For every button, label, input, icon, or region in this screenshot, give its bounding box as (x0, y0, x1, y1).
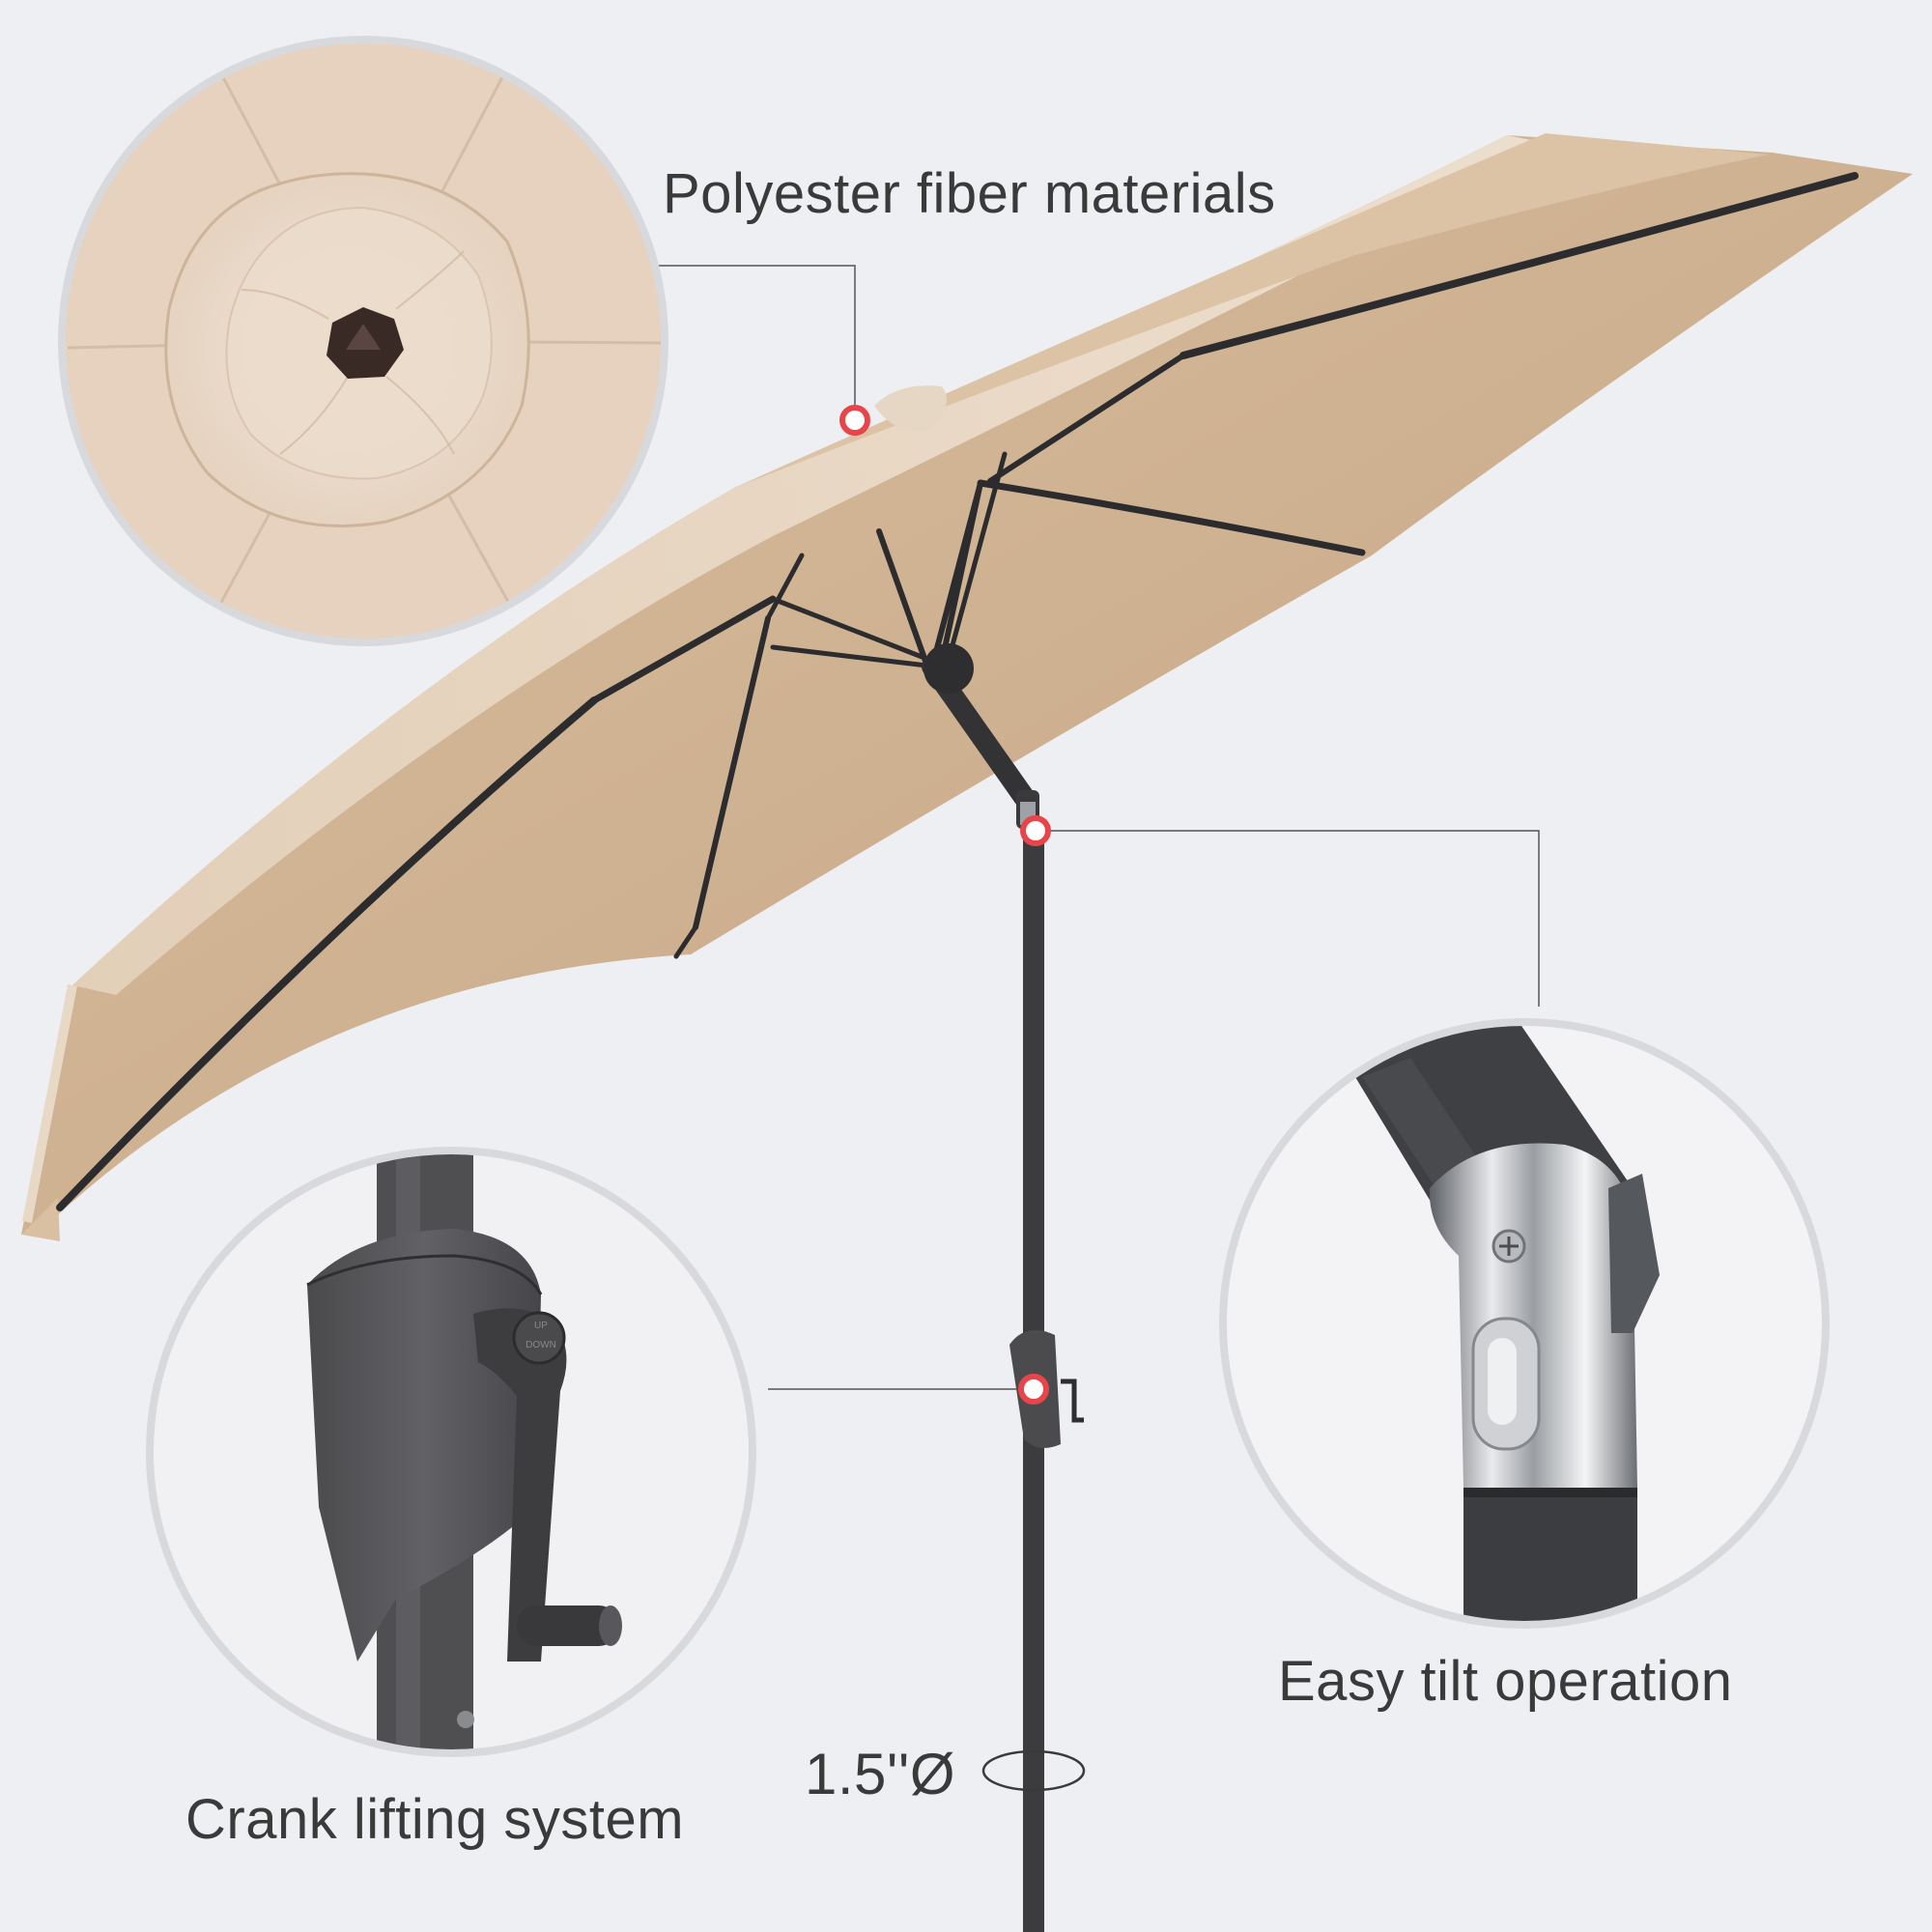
detail-circle-crank: UP DOWN (146, 1147, 756, 1757)
marker-crank (1018, 1374, 1049, 1405)
diameter-ring-icon (981, 1749, 1086, 1792)
marker-tilt (1020, 815, 1051, 846)
callout-markers (839, 405, 1051, 1405)
detail-circle-tilt (1219, 1018, 1830, 1629)
umbrella-ribs (56, 172, 1859, 1211)
pole-diameter-label: 1.5''Ø (805, 1742, 955, 1806)
crank-up-text: UP (534, 1321, 548, 1331)
callout-lines (657, 265, 1540, 1390)
callout-crank-label: Crank lifting system (185, 1788, 685, 1851)
umbrella-pole (922, 643, 1084, 1932)
detail-circle-fabric (58, 36, 668, 646)
crank-down-text: DOWN (526, 1340, 556, 1350)
marker-canopy (839, 405, 870, 436)
callout-tilt-label: Easy tilt operation (1278, 1650, 1733, 1713)
callout-polyester-label: Polyester fiber materials (663, 162, 1276, 225)
